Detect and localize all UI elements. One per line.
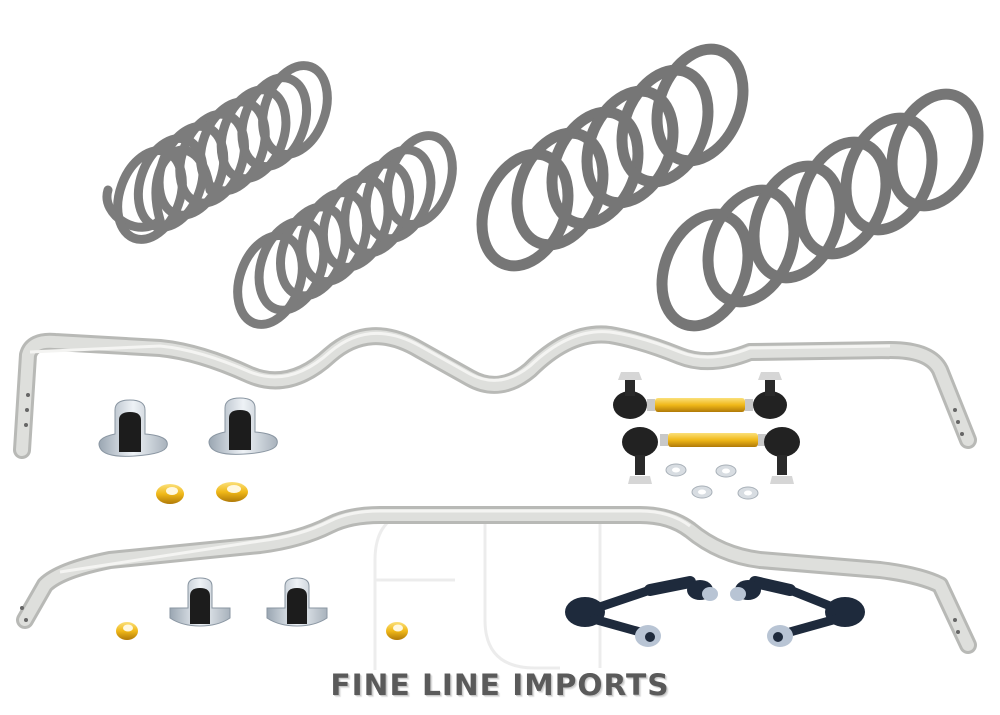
washer: [691, 485, 713, 499]
spring-coil: [546, 106, 644, 230]
spring-coil: [361, 145, 436, 244]
lock-collar: [156, 484, 184, 504]
spring-coil: [651, 43, 749, 167]
lock-collar: [116, 622, 138, 640]
lock-collar: [216, 482, 248, 502]
coil-spring-rear-left: [476, 43, 749, 272]
spring-coil: [476, 148, 574, 272]
coil-spring-front-left: [102, 61, 332, 244]
coil-spring-rear-right: [656, 88, 984, 332]
lock-collar: [386, 622, 408, 640]
watermark-logo: [373, 508, 602, 670]
washer: [737, 486, 759, 500]
sway-bar-rear: [13, 325, 977, 459]
bushing-bracket: [98, 399, 168, 457]
brand-logo-text: FINE LINE IMPORTS: [330, 668, 670, 702]
spring-coil: [258, 61, 332, 159]
spring-coil: [237, 73, 312, 172]
coil-spring-front-right: [233, 131, 457, 329]
sway-bar-front: [16, 506, 977, 654]
spring-coil: [616, 64, 714, 188]
spring-coil: [886, 88, 984, 212]
washer: [715, 464, 737, 478]
end-link-adjustable-black: [565, 576, 718, 647]
bushing-bracket: [208, 397, 278, 455]
spring-coil: [383, 131, 457, 229]
bushing-bracket: [266, 577, 328, 627]
spring-coil: [581, 85, 679, 209]
end-link-adjustable-black: [730, 576, 865, 647]
washer: [665, 463, 687, 477]
bushing-bracket: [169, 577, 231, 627]
spring-coil: [511, 127, 609, 251]
end-link-adjustable-gold: [613, 372, 787, 419]
end-link-adjustable-gold: [622, 427, 800, 484]
